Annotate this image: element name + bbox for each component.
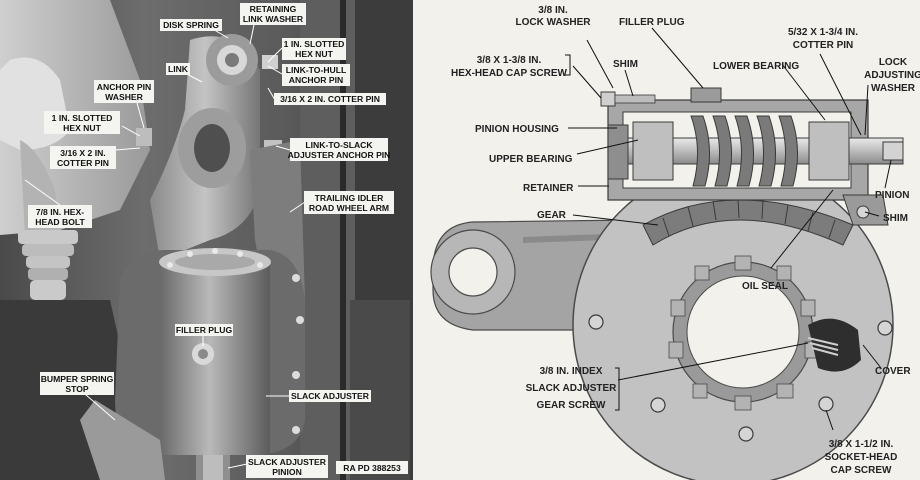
link-to-slack-line2: ADJUSTER ANCHOR PIN: [288, 150, 391, 160]
label-bumper-spring-stop: BUMPER SPRING STOP: [40, 372, 114, 395]
index-gear-screw-line3: GEAR SCREW: [537, 400, 606, 411]
cotter-pin-right-text: 3/16 X 2 IN. COTTER PIN: [280, 94, 380, 104]
lock-adjusting-washer-line2: ADJUSTING: [864, 70, 920, 81]
retaining-link-washer-line1: RETAINING: [250, 4, 297, 14]
label-link: LINK: [166, 63, 190, 75]
lower-bearing-text: LOWER BEARING: [713, 61, 799, 72]
label-filler-plug-photo: FILLER PLUG: [175, 324, 233, 336]
pinion-housing-text: PINION HOUSING: [475, 124, 559, 135]
trailing-idler-line1: TRAILING IDLER: [315, 193, 385, 203]
cotter-pin-5-32-line2: COTTER PIN: [793, 40, 854, 51]
cutaway-drawing-panel: 3/8 IN. LOCK WASHER FILLER PLUG 5/32 X 1…: [413, 0, 920, 480]
label-slack-adjuster: SLACK ADJUSTER: [289, 390, 371, 402]
figure-id-text: RA PD 388253: [343, 463, 401, 473]
installation-photo-panel: RETAINING LINK WASHER DISK SPRING 1 IN. …: [0, 0, 413, 480]
anchor-pin-washer-line1: ANCHOR PIN: [97, 82, 151, 92]
hex-head-bolt-line2: HEAD BOLT: [35, 217, 85, 227]
lock-adjusting-washer-line3: WASHER: [871, 83, 916, 94]
hex-head-cap-screw-line1: 3/8 X 1-3/8 IN.: [477, 55, 542, 66]
cutaway-drawing: 3/8 IN. LOCK WASHER FILLER PLUG 5/32 X 1…: [430, 5, 920, 480]
socket-head-cap-screw-line2: SOCKET-HEAD: [825, 452, 898, 463]
bumper-spring-line2: STOP: [65, 384, 89, 394]
link-to-slack-line1: LINK-TO-SLACK: [305, 140, 373, 150]
installation-photo: RETAINING LINK WASHER DISK SPRING 1 IN. …: [0, 0, 413, 480]
label-slack-adjuster-pinion: SLACK ADJUSTER PINION: [246, 455, 328, 478]
slack-adjuster-pinion-line1: SLACK ADJUSTER: [248, 457, 327, 467]
shim-top-text: SHIM: [613, 59, 638, 70]
anchor-pin-washer-line2: WASHER: [105, 92, 144, 102]
slack-adjuster-text: SLACK ADJUSTER: [291, 391, 370, 401]
label-trailing-idler-road-wheel-arm: TRAILING IDLER ROAD WHEEL ARM: [304, 191, 394, 214]
slotted-hex-nut-right-line2: HEX NUT: [295, 49, 333, 59]
lock-washer-line1: 3/8 IN.: [538, 5, 568, 16]
label-link-to-hull-anchor-pin: LINK-TO-HULL ANCHOR PIN: [282, 64, 350, 86]
label-link-to-slack-adjuster-anchor-pin: LINK-TO-SLACK ADJUSTER ANCHOR PIN: [288, 138, 391, 161]
figure-reference: RA PD 388253: [336, 461, 408, 474]
label-cotter-pin-right: 3/16 X 2 IN. COTTER PIN: [274, 93, 386, 105]
upper-bearing-text: UPPER BEARING: [489, 154, 573, 165]
index-gear-screw-line2: SLACK ADJUSTER: [526, 383, 618, 394]
socket-head-cap-screw-line1: 3/8 X 1-1/2 IN.: [829, 439, 894, 450]
label-hex-head-bolt: 7/8 IN. HEX- HEAD BOLT: [28, 205, 92, 228]
label-retaining-link-washer: RETAINING LINK WASHER: [240, 3, 306, 25]
slotted-hex-nut-left-line2: HEX NUT: [63, 123, 101, 133]
hex-head-cap-screw-line2: HEX-HEAD CAP SCREW: [451, 68, 567, 79]
cotter-pin-left-line2: COTTER PIN: [57, 158, 109, 168]
link-text: LINK: [168, 64, 189, 74]
index-gear-screw-line1: 3/8 IN. INDEX: [540, 366, 603, 377]
slotted-hex-nut-left-line1: 1 IN. SLOTTED: [52, 113, 113, 123]
trailing-idler-line2: ROAD WHEEL ARM: [309, 203, 389, 213]
lock-adjusting-washer-line1: LOCK: [879, 57, 908, 68]
gear-text: GEAR: [537, 210, 567, 221]
slotted-hex-nut-right-line1: 1 IN. SLOTTED: [284, 39, 345, 49]
filler-plug-drawing-text: FILLER PLUG: [619, 17, 685, 28]
socket-head-cap-screw-line3: CAP SCREW: [831, 465, 892, 476]
cotter-pin-5-32-line1: 5/32 X 1-3/4 IN.: [788, 27, 858, 38]
oil-seal-text: OIL SEAL: [742, 281, 788, 292]
label-slotted-hex-nut-left: 1 IN. SLOTTED HEX NUT: [44, 111, 120, 134]
label-cotter-pin-left: 3/16 X 2 IN. COTTER PIN: [50, 146, 116, 169]
disk-spring-text: DISK SPRING: [163, 20, 219, 30]
pinion-text: PINION: [875, 190, 909, 201]
lock-washer-line2: LOCK WASHER: [516, 17, 592, 28]
slack-adjuster-pinion-line2: PINION: [272, 467, 302, 477]
hex-head-bolt-line1: 7/8 IN. HEX-: [36, 207, 84, 217]
label-disk-spring: DISK SPRING: [160, 19, 222, 31]
cotter-pin-left-line1: 3/16 X 2 IN.: [60, 148, 105, 158]
retainer-text: RETAINER: [523, 183, 574, 194]
label-anchor-pin-washer: ANCHOR PIN WASHER: [94, 80, 154, 103]
retaining-link-washer-line2: LINK WASHER: [243, 14, 304, 24]
bumper-spring-line1: BUMPER SPRING: [41, 374, 114, 384]
filler-plug-photo-text: FILLER PLUG: [176, 325, 233, 335]
link-to-hull-line1: LINK-TO-HULL: [286, 65, 346, 75]
label-slotted-hex-nut-right: 1 IN. SLOTTED HEX NUT: [282, 38, 346, 60]
shim-right-text: SHIM: [883, 213, 908, 224]
cover-text: COVER: [875, 366, 911, 377]
link-to-hull-line2: ANCHOR PIN: [289, 75, 343, 85]
